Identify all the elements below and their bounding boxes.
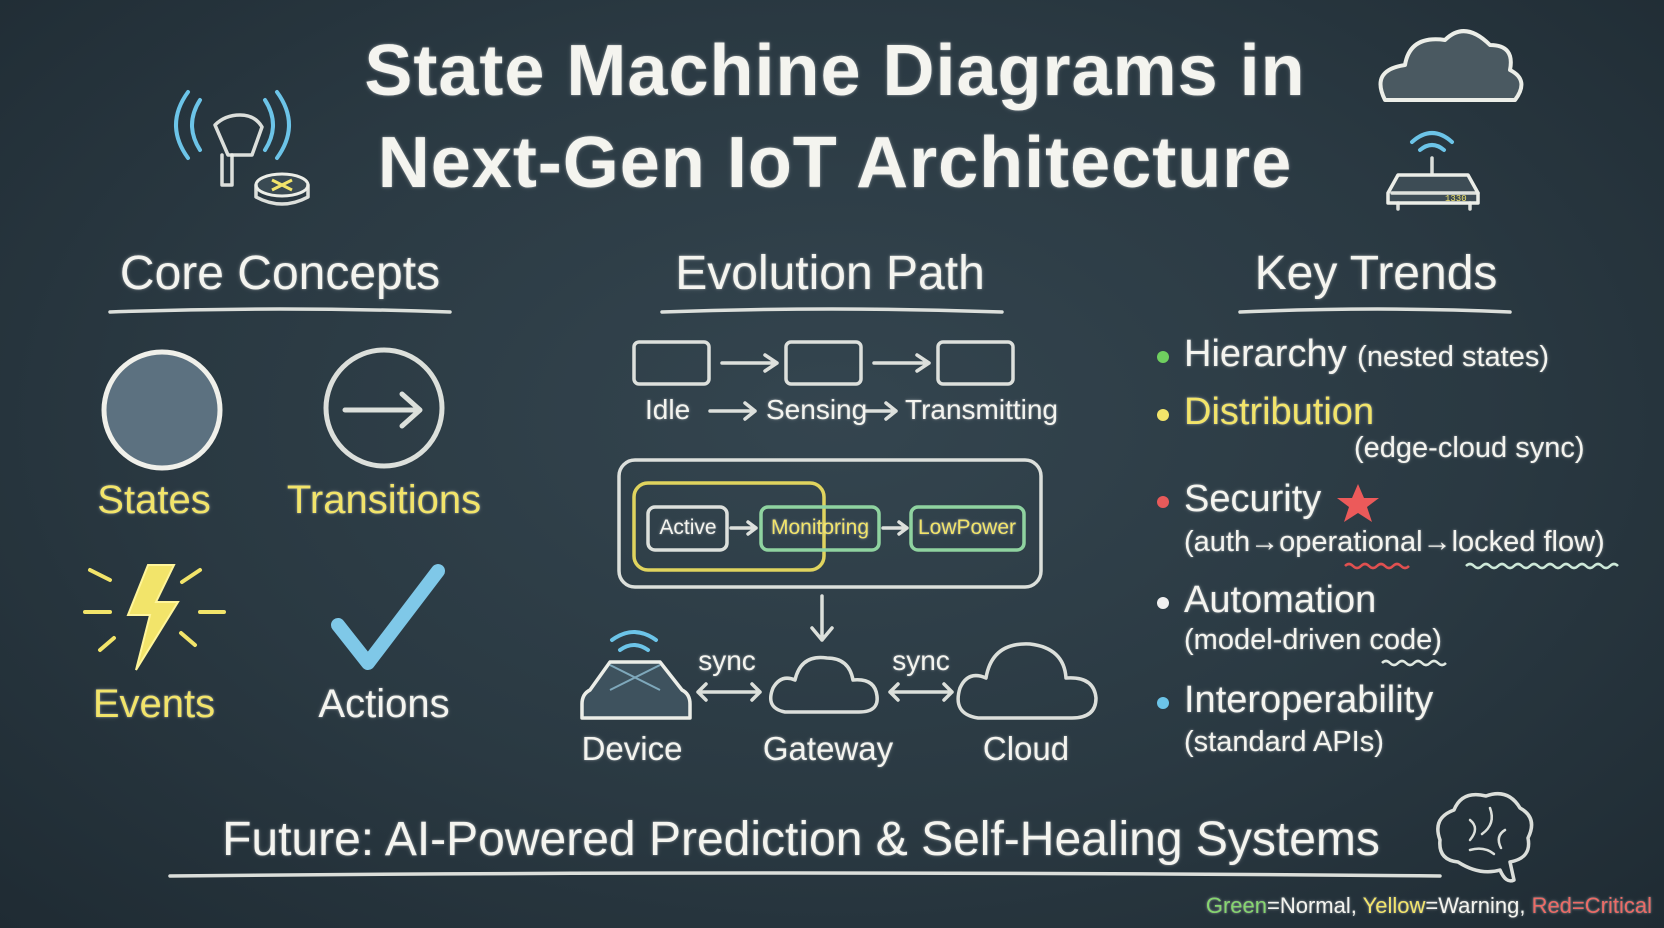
trend-automation-title: Automation — [1184, 579, 1377, 621]
state-lowpower: LowPower — [917, 516, 1017, 539]
state-monitoring: Monitoring — [770, 516, 870, 539]
squiggle-underline — [1465, 562, 1619, 570]
trend-distribution-title: Distribution — [1184, 391, 1375, 433]
cloud-node-icon — [956, 642, 1098, 720]
events-lightning-bolt-icon — [83, 564, 226, 671]
sync-label: sync — [698, 645, 756, 676]
state-idle: Idle — [645, 394, 691, 425]
node-device: Device — [581, 730, 683, 767]
underline — [108, 307, 452, 314]
gateway-cloud-icon — [769, 655, 879, 714]
concept-actions: Actions — [318, 682, 450, 726]
bullet-dot — [1157, 697, 1169, 709]
trend-interoperability-title: Interoperability — [1184, 679, 1434, 721]
trend-detail: (nested states) — [1357, 341, 1549, 373]
evolution-path-heading: Evolution Path — [675, 247, 985, 300]
key-trends-heading: Key Trends — [1254, 247, 1498, 300]
color-legend: Green=Normal, Yellow=Warning, Red=Critic… — [1206, 893, 1652, 919]
states-filled-circle-icon — [101, 349, 223, 471]
linear-state-diagram — [632, 340, 1015, 421]
title-line-2: Next-Gen IoT Architecture — [377, 123, 1293, 203]
device-car-icon — [580, 630, 692, 720]
legend-yellow-meaning: =Warning, — [1425, 893, 1532, 918]
node-gateway: Gateway — [762, 730, 894, 767]
cloud-icon — [1378, 29, 1524, 102]
bullet-dot — [1157, 597, 1169, 609]
sync-arrows — [696, 682, 954, 702]
trend-interoperability-detail: (standard APIs) — [1184, 726, 1384, 758]
squiggle-underline — [1344, 562, 1410, 570]
transitions-arrow-circle-icon — [323, 347, 445, 469]
trend-security-title: Security — [1184, 478, 1322, 520]
underline — [168, 871, 1442, 878]
concept-transitions: Transitions — [286, 478, 482, 522]
legend-green: Green — [1205, 893, 1267, 918]
trend-automation-detail: (model-driven code) — [1184, 624, 1442, 656]
trend-security-detail: (auth→operational→locked flow) — [1184, 526, 1605, 558]
core-concepts-heading: Core Concepts — [119, 247, 441, 300]
trend-bullets — [1157, 351, 1169, 709]
svg-text:1330: 1330 — [1445, 194, 1467, 204]
squiggle-underline — [1381, 659, 1447, 667]
router-icon: 1330 — [1386, 131, 1480, 211]
underline — [660, 307, 1004, 314]
title-line-1: State Machine Diagrams in — [364, 31, 1306, 111]
trend-title: Hierarchy — [1184, 333, 1347, 375]
legend-yellow: Yellow — [1362, 893, 1426, 918]
state-sensing: Sensing — [766, 394, 868, 425]
trend-hierarchy: Hierarchy (nested states) — [1184, 333, 1549, 376]
legend-red: Red=Critical — [1531, 893, 1652, 918]
bullet-dot — [1157, 496, 1169, 508]
bullet-dot — [1157, 351, 1169, 363]
nested-state-diagram — [617, 458, 1043, 642]
sync-label: sync — [892, 645, 950, 676]
actions-checkmark-icon — [331, 564, 445, 670]
future-statement: Future: AI-Powered Prediction & Self-Hea… — [222, 813, 1380, 866]
node-cloud: Cloud — [982, 730, 1070, 767]
state-transmitting: Transmitting — [905, 394, 1059, 425]
concept-states: States — [97, 478, 211, 522]
state-active: Active — [659, 516, 717, 539]
legend-green-meaning: =Normal, — [1267, 893, 1363, 918]
underline — [1238, 307, 1512, 314]
bullet-dot — [1157, 409, 1169, 421]
concept-events: Events — [92, 682, 216, 726]
brain-icon — [1436, 792, 1534, 883]
star-icon — [1337, 484, 1379, 522]
iot-sensor-icon — [174, 90, 310, 206]
trend-distribution-detail: (edge-cloud sync) — [1354, 432, 1585, 464]
